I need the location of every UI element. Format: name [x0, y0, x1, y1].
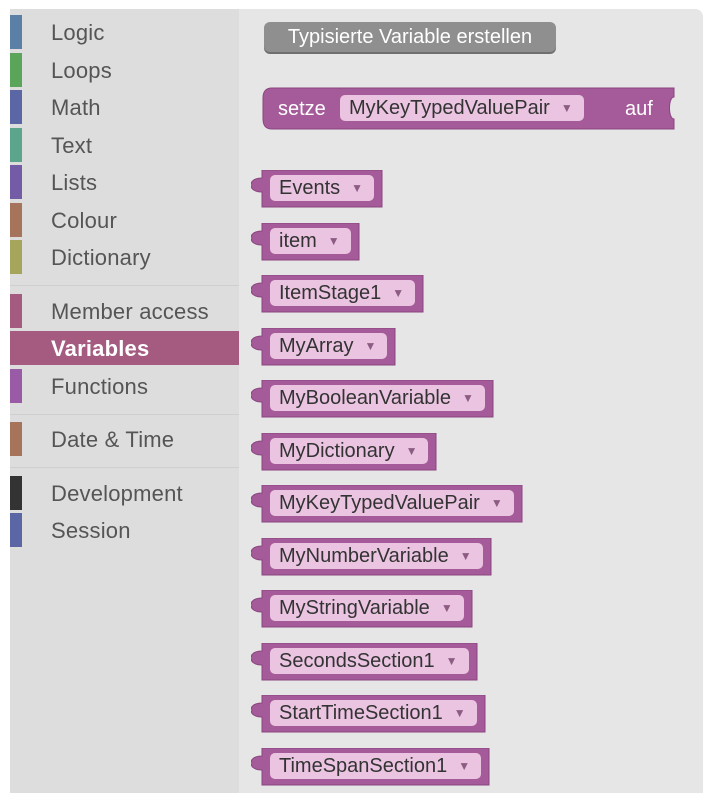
dropdown-arrow-icon: ▼ [458, 759, 471, 773]
category-development[interactable]: Development [10, 476, 239, 510]
category-color-swatch [10, 476, 22, 510]
dropdown-arrow-icon: ▼ [461, 391, 474, 405]
dropdown-arrow-icon: ▼ [364, 339, 377, 353]
dropdown-arrow-icon: ▼ [453, 706, 466, 720]
category-separator [10, 414, 239, 415]
category-label: Functions [51, 374, 149, 399]
category-color-swatch [10, 369, 22, 403]
category-variables[interactable]: Variables [10, 331, 239, 365]
variable-getter-block[interactable]: MyNumberVariable ▼ [251, 538, 492, 576]
category-color-swatch [10, 294, 22, 328]
category-separator [10, 285, 239, 286]
category-logic[interactable]: Logic [10, 15, 239, 49]
set-variable-block[interactable]: setze MyKeyTypedValuePair ▼ auf [262, 87, 686, 131]
category-color-swatch [10, 203, 22, 237]
variable-getter-block[interactable]: MyKeyTypedValuePair ▼ [251, 485, 523, 523]
variable-getter-block[interactable]: Events ▼ [251, 170, 383, 208]
variable-dropdown[interactable]: MyNumberVariable ▼ [270, 543, 483, 569]
variable-dropdown[interactable]: ItemStage1 ▼ [270, 280, 416, 306]
category-member-access[interactable]: Member access [10, 294, 239, 328]
variable-getter-block[interactable]: SecondsSection1 ▼ [251, 643, 478, 681]
category-color-swatch [10, 90, 22, 124]
variable-name: Events [279, 177, 341, 199]
category-color-swatch [10, 165, 22, 199]
variable-dropdown[interactable]: MyKeyTypedValuePair ▼ [270, 490, 514, 516]
variable-getter-block[interactable]: ItemStage1 ▼ [251, 275, 424, 313]
category-label: Logic [51, 20, 105, 45]
category-color-swatch [10, 128, 22, 162]
category-label: Development [51, 481, 183, 506]
dropdown-arrow-icon: ▼ [351, 181, 364, 195]
toolbox-sidebar: Logic Loops Math Text Lists Colour Dicti… [10, 9, 239, 793]
dropdown-arrow-icon: ▼ [405, 444, 418, 458]
variable-dropdown[interactable]: Events ▼ [270, 175, 375, 201]
category-session[interactable]: Session [10, 513, 239, 547]
variable-dropdown[interactable]: item ▼ [270, 228, 351, 254]
dropdown-arrow-icon: ▼ [327, 234, 340, 248]
category-functions[interactable]: Functions [10, 369, 239, 403]
variable-name: StartTimeSection1 [279, 702, 443, 724]
variable-dropdown[interactable]: MyStringVariable ▼ [270, 595, 464, 621]
set-variable-dropdown[interactable]: MyKeyTypedValuePair ▼ [340, 95, 584, 121]
variable-getter-block[interactable]: TimeSpanSection1 ▼ [251, 748, 490, 786]
category-loops[interactable]: Loops [10, 53, 239, 87]
variable-getter-block[interactable]: MyArray ▼ [251, 328, 396, 366]
variable-name: SecondsSection1 [279, 650, 435, 672]
category-color-swatch [10, 422, 22, 456]
set-block-suffix: auf [625, 98, 653, 120]
category-color-swatch [10, 15, 22, 49]
category-label: Variables [51, 336, 150, 361]
variable-name: MyArray [279, 335, 354, 357]
category-lists[interactable]: Lists [10, 165, 239, 199]
dropdown-arrow-icon: ▼ [392, 286, 405, 300]
blockly-workspace: Logic Loops Math Text Lists Colour Dicti… [10, 9, 703, 793]
variable-name: MyNumberVariable [279, 545, 449, 567]
category-color-swatch [10, 331, 22, 365]
category-math[interactable]: Math [10, 90, 239, 124]
variable-dropdown[interactable]: StartTimeSection1 ▼ [270, 700, 477, 726]
category-label: Lists [51, 170, 98, 195]
dropdown-arrow-icon: ▼ [445, 654, 458, 668]
dropdown-arrow-icon: ▼ [490, 496, 503, 510]
category-color-swatch [10, 513, 22, 547]
category-label: Text [51, 133, 93, 158]
set-variable-name: MyKeyTypedValuePair [349, 97, 550, 119]
category-label: Math [51, 95, 101, 120]
variable-name: ItemStage1 [279, 282, 382, 304]
category-label: Session [51, 518, 131, 543]
variable-name: item [279, 230, 317, 252]
variable-getter-block[interactable]: MyDictionary ▼ [251, 433, 437, 471]
category-date-time[interactable]: Date & Time [10, 422, 239, 456]
variable-dropdown[interactable]: MyDictionary ▼ [270, 438, 429, 464]
variable-dropdown[interactable]: MyArray ▼ [270, 333, 388, 359]
variable-name: MyKeyTypedValuePair [279, 492, 480, 514]
variable-name: MyDictionary [279, 440, 395, 462]
variable-dropdown[interactable]: MyBooleanVariable ▼ [270, 385, 485, 411]
variable-getter-block[interactable]: MyStringVariable ▼ [251, 590, 473, 628]
dropdown-arrow-icon: ▼ [560, 101, 573, 115]
category-separator [10, 467, 239, 468]
variable-name: MyBooleanVariable [279, 387, 451, 409]
category-label: Colour [51, 208, 118, 233]
category-label: Member access [51, 299, 209, 324]
category-label: Date & Time [51, 427, 175, 452]
variable-dropdown[interactable]: TimeSpanSection1 ▼ [270, 753, 482, 779]
set-block-prefix: setze [278, 98, 326, 120]
category-label: Dictionary [51, 245, 151, 270]
category-label: Loops [51, 58, 112, 83]
dropdown-arrow-icon: ▼ [440, 601, 453, 615]
category-color-swatch [10, 240, 22, 274]
category-color-swatch [10, 53, 22, 87]
category-dictionary[interactable]: Dictionary [10, 240, 239, 274]
dropdown-arrow-icon: ▼ [459, 549, 472, 563]
create-typed-variable-button[interactable]: Typisierte Variable erstellen [264, 22, 556, 52]
variable-getter-block[interactable]: StartTimeSection1 ▼ [251, 695, 486, 733]
variable-name: MyStringVariable [279, 597, 430, 619]
variable-getter-block[interactable]: MyBooleanVariable ▼ [251, 380, 494, 418]
category-text[interactable]: Text [10, 128, 239, 162]
variable-dropdown[interactable]: SecondsSection1 ▼ [270, 648, 469, 674]
variable-name: TimeSpanSection1 [279, 755, 448, 777]
variable-getter-block[interactable]: item ▼ [251, 223, 360, 261]
category-colour[interactable]: Colour [10, 203, 239, 237]
